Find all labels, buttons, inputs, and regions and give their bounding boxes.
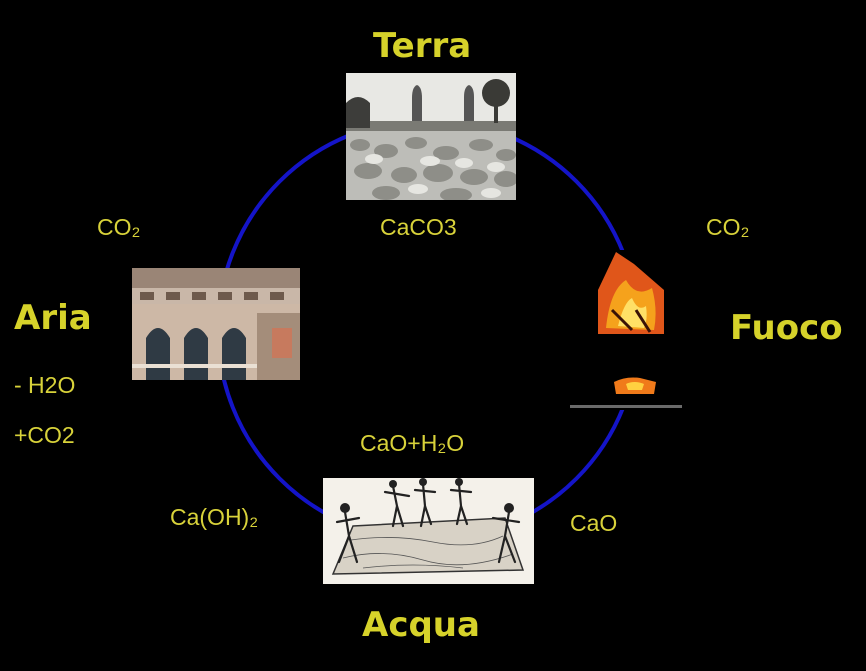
cao-h2o-label: CaO+H₂O — [360, 430, 465, 456]
aria-label: Aria — [14, 298, 92, 338]
cao-label: CaO — [570, 510, 618, 536]
aria-photo — [132, 268, 300, 380]
caoh2-label: Ca(OH)₂ — [170, 504, 259, 530]
aria-photo-graphic — [132, 268, 300, 380]
fuoco-photo — [566, 250, 684, 410]
terra-photo-graphic — [346, 73, 516, 200]
plus-co2-label: +CO2 — [14, 422, 75, 448]
terra-photo — [346, 73, 516, 200]
fuoco-photo-graphic — [570, 252, 682, 408]
minus-h2o-label: - H2O — [14, 372, 76, 398]
fuoco-label: Fuoco — [730, 308, 843, 348]
acqua-photo — [323, 478, 534, 584]
acqua-label: Acqua — [362, 605, 480, 645]
co2-left-label: CO₂ — [97, 214, 141, 240]
terra-label: Terra — [373, 26, 472, 66]
acqua-photo-graphic — [331, 478, 525, 575]
caco3-label: CaCO3 — [380, 214, 457, 240]
co2-right-label: CO₂ — [706, 214, 750, 240]
